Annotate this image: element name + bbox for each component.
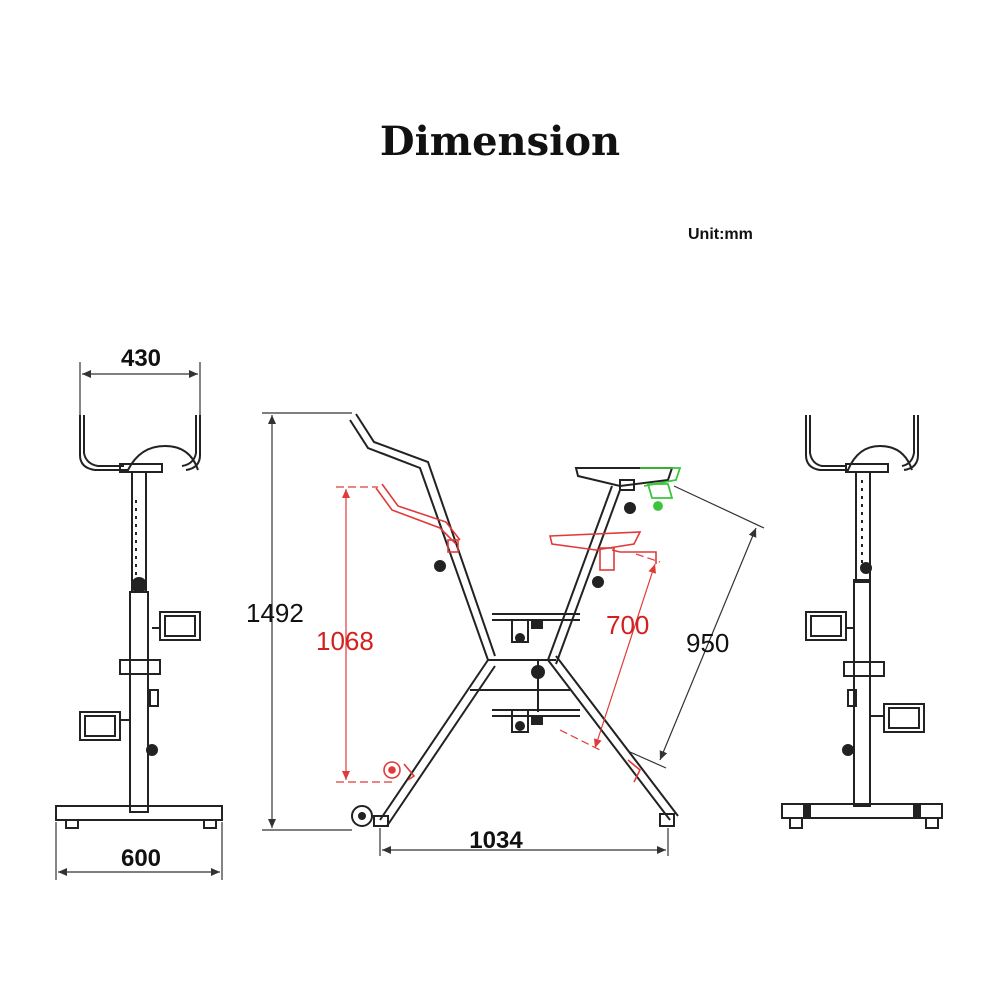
- back-view: [781, 415, 943, 829]
- front-lower-pedal: [79, 711, 121, 741]
- page-title: Dimension: [379, 118, 621, 165]
- red-handlebar: [375, 483, 461, 545]
- front-main-tube: [129, 591, 149, 813]
- seat-adjust-label: 700: [606, 610, 649, 640]
- front-seat-post: [131, 471, 147, 593]
- front-base-dimension: [55, 822, 223, 880]
- side-front-leg: [379, 659, 496, 827]
- front-view: [55, 362, 223, 880]
- side-wheel: [351, 805, 373, 827]
- back-handlebar: [805, 415, 919, 471]
- back-upper-pedal: [805, 611, 847, 641]
- side-height-dimension: [262, 412, 352, 831]
- side-length-dimension: [379, 828, 669, 856]
- back-seat-post: [855, 471, 871, 583]
- front-base-width-label: 600: [121, 845, 161, 872]
- adjust-height-label: 1068: [316, 626, 374, 656]
- unit-label: Unit:mm: [688, 226, 753, 243]
- seat-diagonal-label: 950: [686, 628, 729, 658]
- side-base-length-label: 1034: [469, 827, 523, 854]
- seat-adjust-dimension: [559, 553, 661, 751]
- side-height-label: 1492: [246, 598, 304, 628]
- side-adjusted-position: [336, 483, 661, 783]
- front-top-width-label: 430: [121, 345, 161, 372]
- adjust-height-dimension: [336, 486, 392, 783]
- side-seat-tube: [547, 485, 621, 665]
- front-upper-pedal: [159, 611, 201, 641]
- front-base: [55, 805, 223, 821]
- front-handlebar: [79, 415, 201, 471]
- back-lower-pedal: [883, 703, 925, 733]
- red-seat: [548, 531, 642, 551]
- side-rear-leg: [547, 655, 679, 821]
- back-base: [781, 803, 943, 819]
- side-handlebar: [349, 413, 496, 661]
- back-main-tube: [853, 579, 871, 807]
- front-top-dimension: [79, 362, 201, 436]
- side-diagonal-dimension: [629, 485, 765, 769]
- side-green-seat: [640, 467, 682, 511]
